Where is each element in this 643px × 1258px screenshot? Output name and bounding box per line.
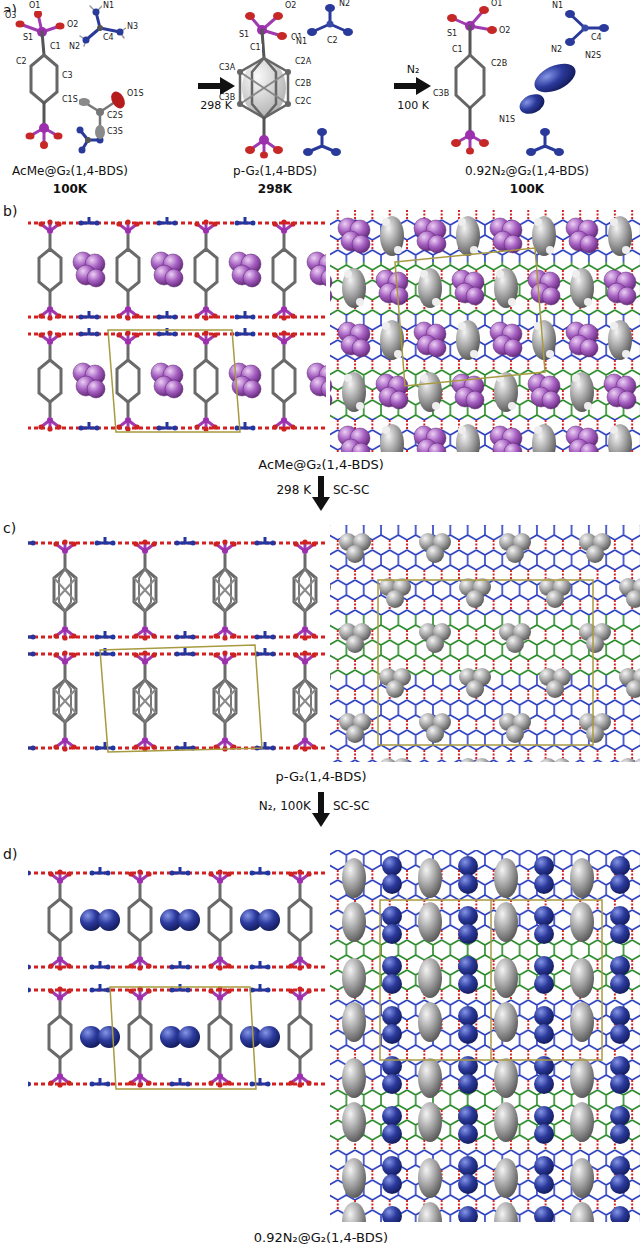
atom-label: N2 [338,0,351,9]
atom-label: O2 [498,27,511,36]
condition-label: SC-SC [333,800,369,813]
compound-label: p-G₂(1,4-BDS) [276,770,367,784]
atom-label: N1 [551,2,564,11]
compound-label: 0.92N₂@G₂(1,4-BDS) [254,1231,388,1245]
ortep-acme [16,6,128,154]
atom-label: C3A [218,64,236,73]
atom-label: C2 [15,58,28,67]
atom-label: C1 [451,46,464,55]
atom-label: N1 [295,38,308,47]
atom-label: O1S [126,90,144,99]
panel-letter: c) [3,521,16,536]
atom-label: C4 [102,34,115,43]
compound-label: AcMe@G₂(1,4-BDS) [258,458,384,472]
atom-label: O3 [4,12,17,21]
atom-label: C1S [61,96,79,105]
condition-label: 100K [53,183,87,196]
atom-label: O1 [28,2,41,11]
atom-label: O2 [66,21,79,30]
condition-label: N₂ [407,64,420,76]
packing-top-view-d [330,850,640,1222]
condition-label: 100K [510,183,544,196]
panel-letter: b) [3,204,17,219]
atom-label: C3S [106,128,124,137]
packing-side-view-c [28,537,326,752]
atom-label: C2B [490,60,508,69]
atom-label: S1 [446,30,458,39]
atom-label: C3B [432,90,450,99]
atom-label: N2S [584,52,602,61]
atom-label: S1 [238,31,250,40]
packing-side-view-b [28,217,326,432]
atom-label: C2C [294,98,312,107]
atom-label: N2 [68,43,81,52]
compound-label: p-G₂(1,4-BDS) [233,165,317,178]
ortep-n2 [447,6,609,156]
atom-label: S1 [22,34,34,43]
atom-label: O1 [490,0,503,9]
atom-label: N2 [550,46,563,55]
compound-label: AcMe@G₂(1,4-BDS) [12,165,128,178]
condition-label: SC-SC [333,484,369,497]
atom-label: C2S [106,112,124,121]
condition-label: 100 K [397,100,429,112]
condition-label: N₂, 100K [259,800,311,813]
atom-label: C2B [294,80,312,89]
atom-label: O2 [284,2,297,11]
atom-label: N1 [102,2,115,11]
compound-label: 0.92N₂@G₂(1,4-BDS) [465,165,589,178]
atom-label: C4 [590,34,603,43]
atom-label: C1 [49,43,62,52]
ortep-empty [237,4,353,159]
panel-letter: d) [3,847,17,862]
packing-top-view-b [330,210,640,452]
packing-top-view-c [330,525,640,762]
atom-label: N3 [126,23,139,32]
packing-side-view-d [28,867,326,1089]
atom-label: C3 [61,72,74,81]
condition-label: 298K [258,183,292,196]
atom-label: N1S [498,116,516,125]
atom-label: C2 [326,37,339,46]
atom-label: C1 [249,44,262,53]
atom-label: C2A [294,58,312,67]
condition-label: 298 K [276,484,311,497]
condition-label: 298 K [200,100,232,112]
